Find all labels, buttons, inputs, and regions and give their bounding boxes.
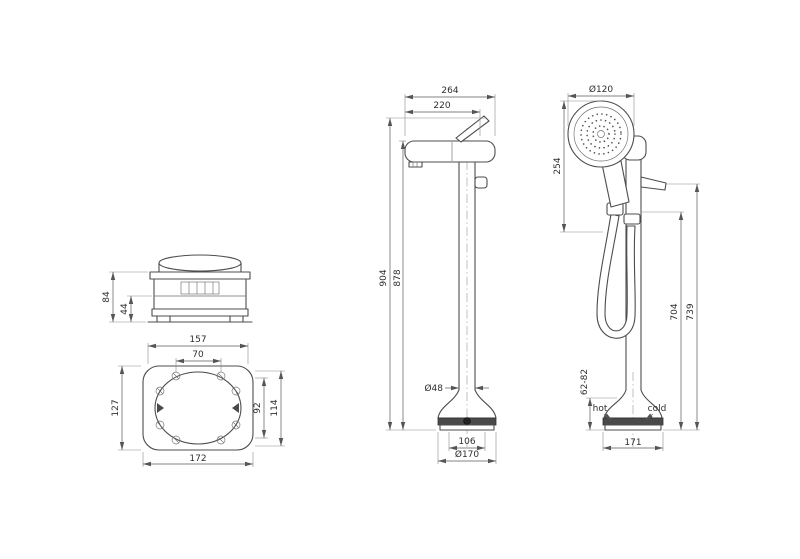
dim-valve-height-total: 84 [102,271,148,323]
valve-screws [155,371,241,445]
dim-label-reach-total: 264 [441,86,458,96]
dim-label-base-diameter: Ø170 [455,449,480,460]
dim-label-base-adjust: 62-82 [580,369,590,395]
valve-frame [142,365,254,451]
dim-label-reach-spout: 220 [433,101,450,111]
spray-ring-middle [586,119,616,149]
valve-box-side-view: 84 44 [102,254,253,323]
dim-label-valve-height-inner: 92 [253,402,263,413]
dim-valve-width-total: 172 [142,452,254,467]
hot-connection-callout: hot [593,404,613,421]
dim-front-height-total: 904 [379,117,486,431]
dim-label-base-inner: 106 [458,437,475,447]
valve-cover-plate [149,254,251,280]
handshower-head [567,100,635,168]
hot-label: hot [593,404,608,414]
dim-front-reach-total: 264 [404,86,496,136]
front-column [458,161,476,391]
dim-label-height-handle: 739 [686,303,696,320]
dim-label-height-total: 904 [379,269,389,286]
base-set-screw [463,417,471,425]
front-base [437,389,497,431]
faucet-front-view: 264 220 904 878 Ø48 106 [379,86,497,464]
dim-label-side-base-width: 171 [624,438,641,448]
side-lever-handle [640,176,667,191]
dim-side-base-width: 171 [602,432,664,451]
faucet-side-view: Ø120 254 704 739 62-82 hot [553,84,700,451]
valve-oval-opening [154,371,242,445]
cold-connection-callout: cold [644,404,667,421]
spray-ring-outer [580,113,622,155]
front-diverter-knob [474,176,488,189]
valve-body [147,278,253,323]
valve-box-top-view: 157 70 127 92 114 [111,335,285,467]
dim-front-base-inner: 106 [448,432,486,451]
dim-valve-width-ports: 70 [175,350,222,372]
valve-flow-arrows [157,403,239,413]
dim-label-height-hose: 704 [670,303,680,320]
dim-label-valve-width-ports: 70 [192,350,204,360]
dim-label-valve-height-right: 114 [270,399,280,416]
dim-front-reach-spout: 220 [405,101,481,136]
dim-label-valve-height-left: 127 [111,399,121,416]
dim-label-column-diameter: Ø48 [424,383,443,394]
spout-aerator [408,161,423,168]
dim-head-diameter: Ø120 [567,84,635,126]
dim-front-height-spout: 878 [393,140,406,430]
cold-arrow [644,413,654,421]
dim-height-hose: 704 [642,211,684,430]
dim-label-valve-height-lower: 44 [120,303,130,315]
dim-valve-height-right: 114 [255,370,285,447]
shower-hose [596,213,636,339]
cold-label: cold [648,404,667,414]
dim-label-height-spout: 878 [393,269,403,286]
dim-front-column-diameter: Ø48 [424,383,489,394]
dim-base-adjust: 62-82 [580,369,617,431]
dim-label-valve-height-total: 84 [102,291,112,303]
dim-valve-height-lower: 44 [120,295,152,322]
side-base [602,389,664,431]
dim-height-handle: 739 [663,183,700,431]
dim-valve-height-inner: 92 [253,377,268,439]
dim-front-base-diameter: Ø170 [437,432,497,464]
front-spout-body [404,140,496,168]
hot-arrow [603,413,613,421]
dim-label-head-diameter: Ø120 [589,84,614,95]
hose-outlet-fitting [623,213,641,225]
dim-valve-height-left: 127 [111,365,141,451]
dim-head-length: 254 [553,100,603,233]
dim-label-valve-width-upper: 157 [189,335,206,345]
spray-ring-inner [592,125,610,143]
front-lever-handle [455,115,490,143]
dim-label-head-length: 254 [553,157,563,174]
dim-valve-width-upper: 157 [147,335,249,364]
spray-center [597,130,605,138]
dim-label-valve-width-total: 172 [189,454,206,464]
